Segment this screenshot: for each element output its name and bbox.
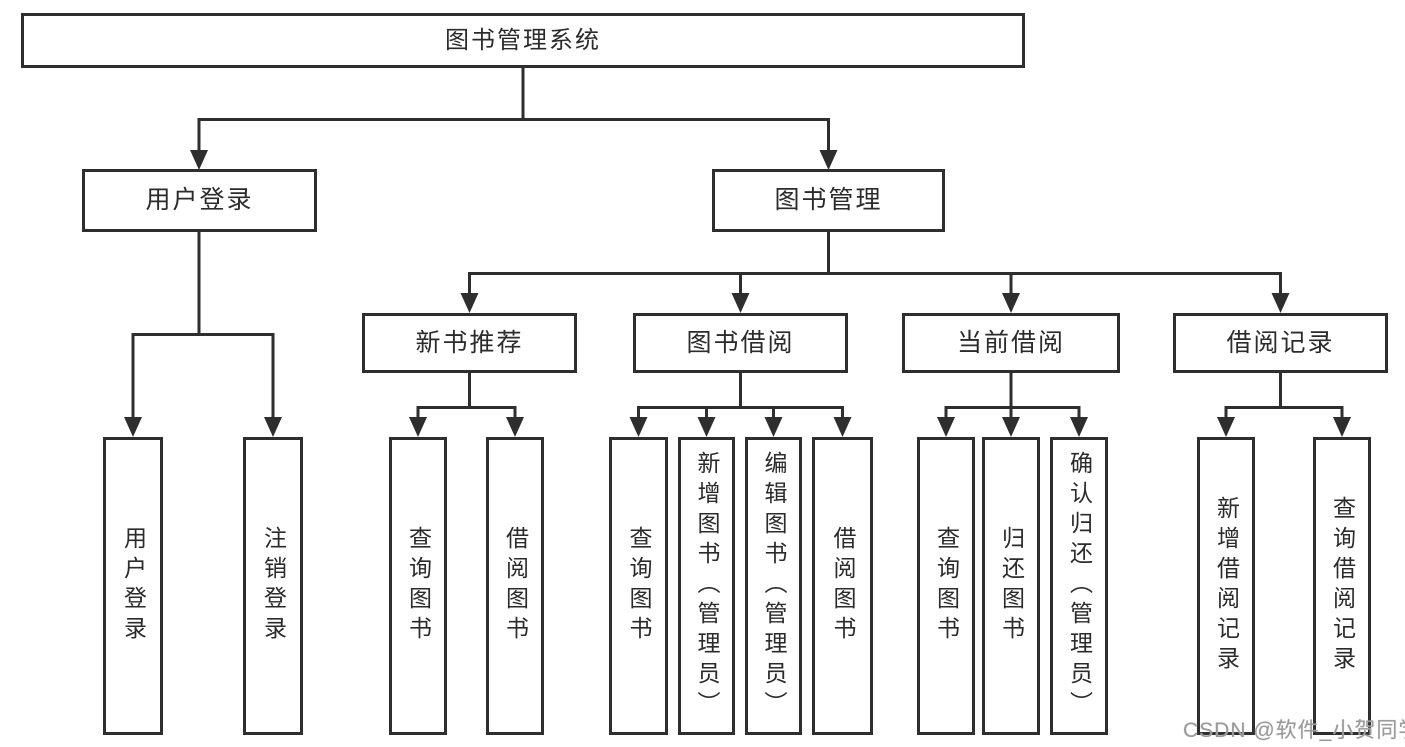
leaf-current-return: 归还图书: [982, 437, 1040, 735]
leaf-records-add: 新增借阅记录: [1197, 437, 1255, 735]
leaf-newbooks-query: 查询图书: [389, 437, 447, 735]
node-new-books: 新书推荐: [362, 313, 577, 373]
leaf-records-query: 查询借阅记录: [1313, 437, 1371, 735]
node-borrow-records: 借阅记录: [1173, 313, 1388, 373]
leaf-current-query: 查询图书: [917, 437, 975, 735]
leaf-borrowing-edit-admin: 编辑图书（管理员）: [745, 437, 802, 735]
node-borrowing: 图书借阅: [633, 313, 848, 373]
node-book-management: 图书管理: [712, 169, 945, 232]
leaf-borrowing-add-admin: 新增图书（管理员）: [678, 437, 735, 735]
leaf-newbooks-borrow: 借阅图书: [486, 437, 544, 735]
leaf-borrowing-query: 查询图书: [609, 437, 668, 735]
node-user-login: 用户登录: [82, 169, 317, 232]
node-current-borrow: 当前借阅: [902, 313, 1120, 373]
leaf-current-confirm-admin: 确认归还（管理员）: [1050, 437, 1108, 735]
leaf-borrowing-borrow: 借阅图书: [812, 437, 873, 735]
watermark: CSDN @软件_小贺同学: [1183, 719, 1405, 742]
leaf-logout: 注销登录: [243, 437, 303, 735]
node-root: 图书管理系统: [21, 13, 1025, 68]
leaf-user-login: 用户登录: [103, 437, 163, 735]
